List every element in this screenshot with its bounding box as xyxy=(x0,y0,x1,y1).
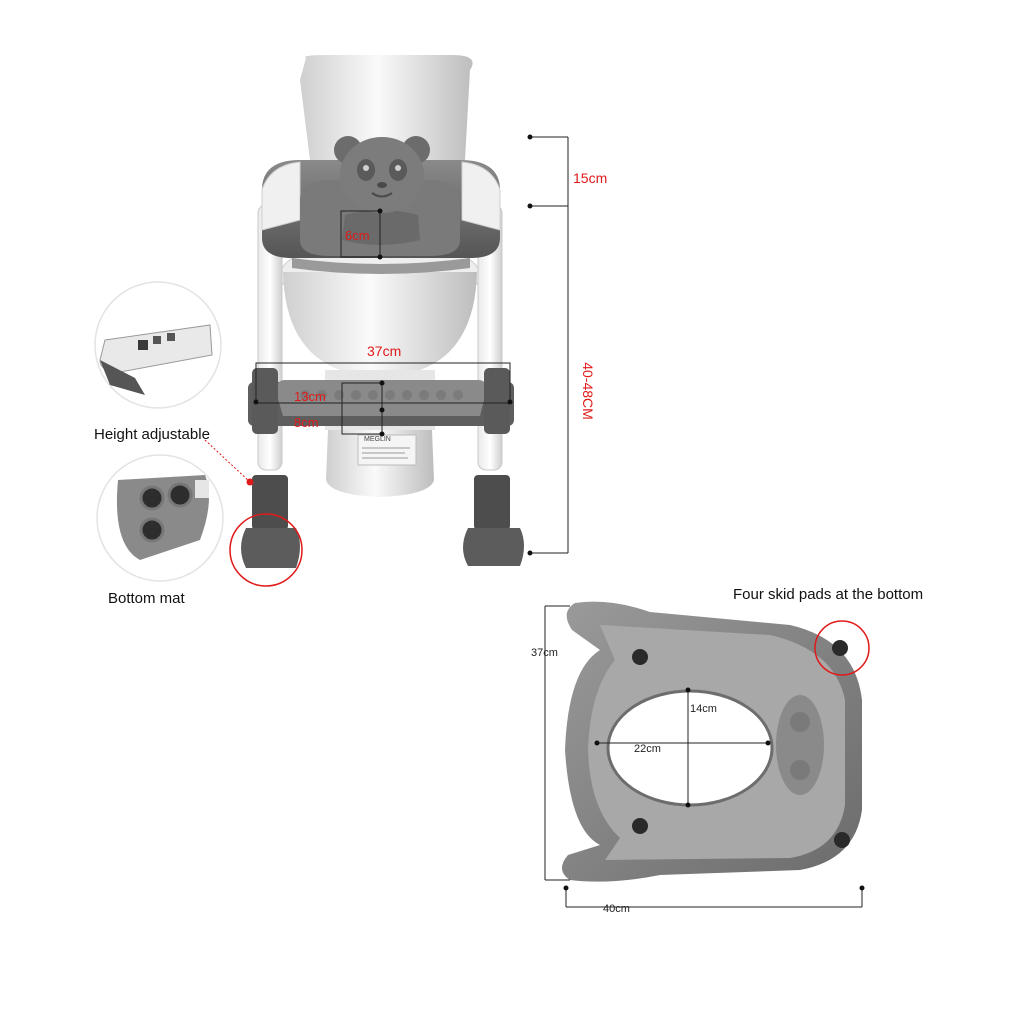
bottom-dimension-lines xyxy=(544,605,863,908)
toilet-label-brand: MEGLIN xyxy=(364,436,391,443)
connector-line xyxy=(204,439,251,483)
dim-label-bottom-37cm: 37cm xyxy=(531,647,558,659)
dim-label-8cm: 8cm xyxy=(294,415,319,430)
dim-label-40-48cm: 40-48CM xyxy=(580,362,596,420)
foot-highlight-circle xyxy=(229,513,303,587)
caption-height-adjustable: Height adjustable xyxy=(94,426,210,443)
dim-label-13cm: 13cm xyxy=(294,389,326,404)
dim-label-22cm: 22cm xyxy=(634,743,661,755)
dim-label-14cm: 14cm xyxy=(690,703,717,715)
toilet xyxy=(279,55,481,497)
top-dimension-dots xyxy=(253,134,533,556)
caption-bottom-mat: Bottom mat xyxy=(108,590,185,607)
connector-dot xyxy=(246,478,254,486)
top-dimension-lines xyxy=(255,136,569,554)
caption-skid-pads: Four skid pads at the bottom xyxy=(733,586,924,603)
seat-bottom-view xyxy=(561,601,862,882)
bottom-dimension-dots xyxy=(563,687,865,891)
dim-label-bottom-40cm: 40cm xyxy=(603,903,630,915)
dim-label-6cm: 6cm xyxy=(345,228,370,243)
height-adjustable-circle xyxy=(94,281,222,409)
dim-label-15cm: 15cm xyxy=(573,170,608,186)
step xyxy=(248,368,514,434)
dim-label-37cm: 37cm xyxy=(367,343,402,359)
skid-pad-highlight-circle xyxy=(814,620,870,676)
bottom-mat-circle xyxy=(96,454,224,582)
